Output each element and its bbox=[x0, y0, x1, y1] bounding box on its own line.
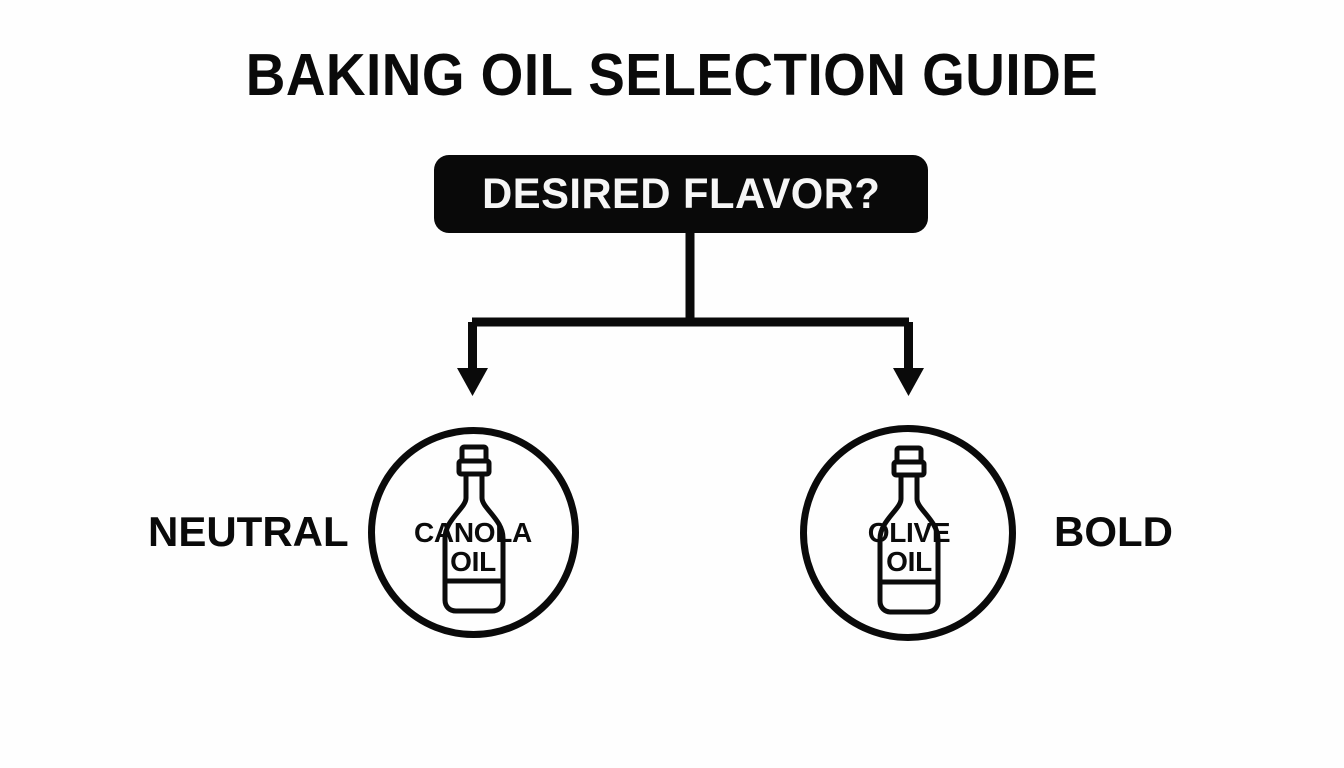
bottle-label-line2: OIL bbox=[450, 546, 496, 577]
bottle-label-olive: OLIVE OIL bbox=[809, 518, 1009, 576]
bottle-label-line1: OLIVE bbox=[867, 517, 951, 548]
decision-node[interactable]: DESIRED FLAVOR? bbox=[434, 155, 928, 233]
bottle-label-canola: CANOLA OIL bbox=[373, 518, 573, 576]
option-circle-bold[interactable] bbox=[800, 425, 1016, 641]
bottle-label-line1: CANOLA bbox=[414, 517, 532, 548]
option-circle-neutral[interactable] bbox=[368, 427, 579, 638]
bottle-label-line2: OIL bbox=[886, 546, 932, 577]
page-title: BAKING OIL SELECTION GUIDE bbox=[245, 42, 1099, 108]
branch-label-neutral: NEUTRAL bbox=[148, 508, 349, 555]
decision-node-label: DESIRED FLAVOR? bbox=[481, 169, 881, 218]
branch-label-bold: BOLD bbox=[1054, 508, 1173, 555]
